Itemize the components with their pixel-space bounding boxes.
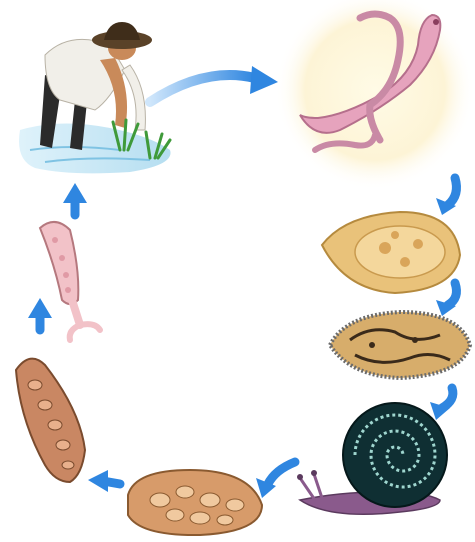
arrow-mother-to-daughter-sporocyst — [88, 470, 120, 492]
egg-with-miracidium-icon — [322, 212, 460, 293]
arrow-daughter-to-cercaria — [28, 298, 52, 330]
arrow-worms-to-egg — [436, 178, 456, 215]
arrow-egg-to-miracidium — [436, 283, 456, 316]
arrow-farmer-to-worms — [150, 66, 278, 102]
arrow-snail-to-mother-sporocyst — [256, 462, 295, 498]
arrow-miracidium-to-snail — [430, 388, 453, 420]
mother-sporocyst-icon — [128, 470, 262, 535]
daughter-sporocyst-icon — [16, 359, 85, 482]
arrow-cercaria-to-farmer — [63, 183, 87, 215]
forked-tail-cercaria-icon — [40, 222, 100, 340]
paired-adult-worms-icon — [275, 0, 475, 190]
snail-icon — [297, 403, 447, 514]
ciliated-larva-icon — [330, 312, 470, 378]
